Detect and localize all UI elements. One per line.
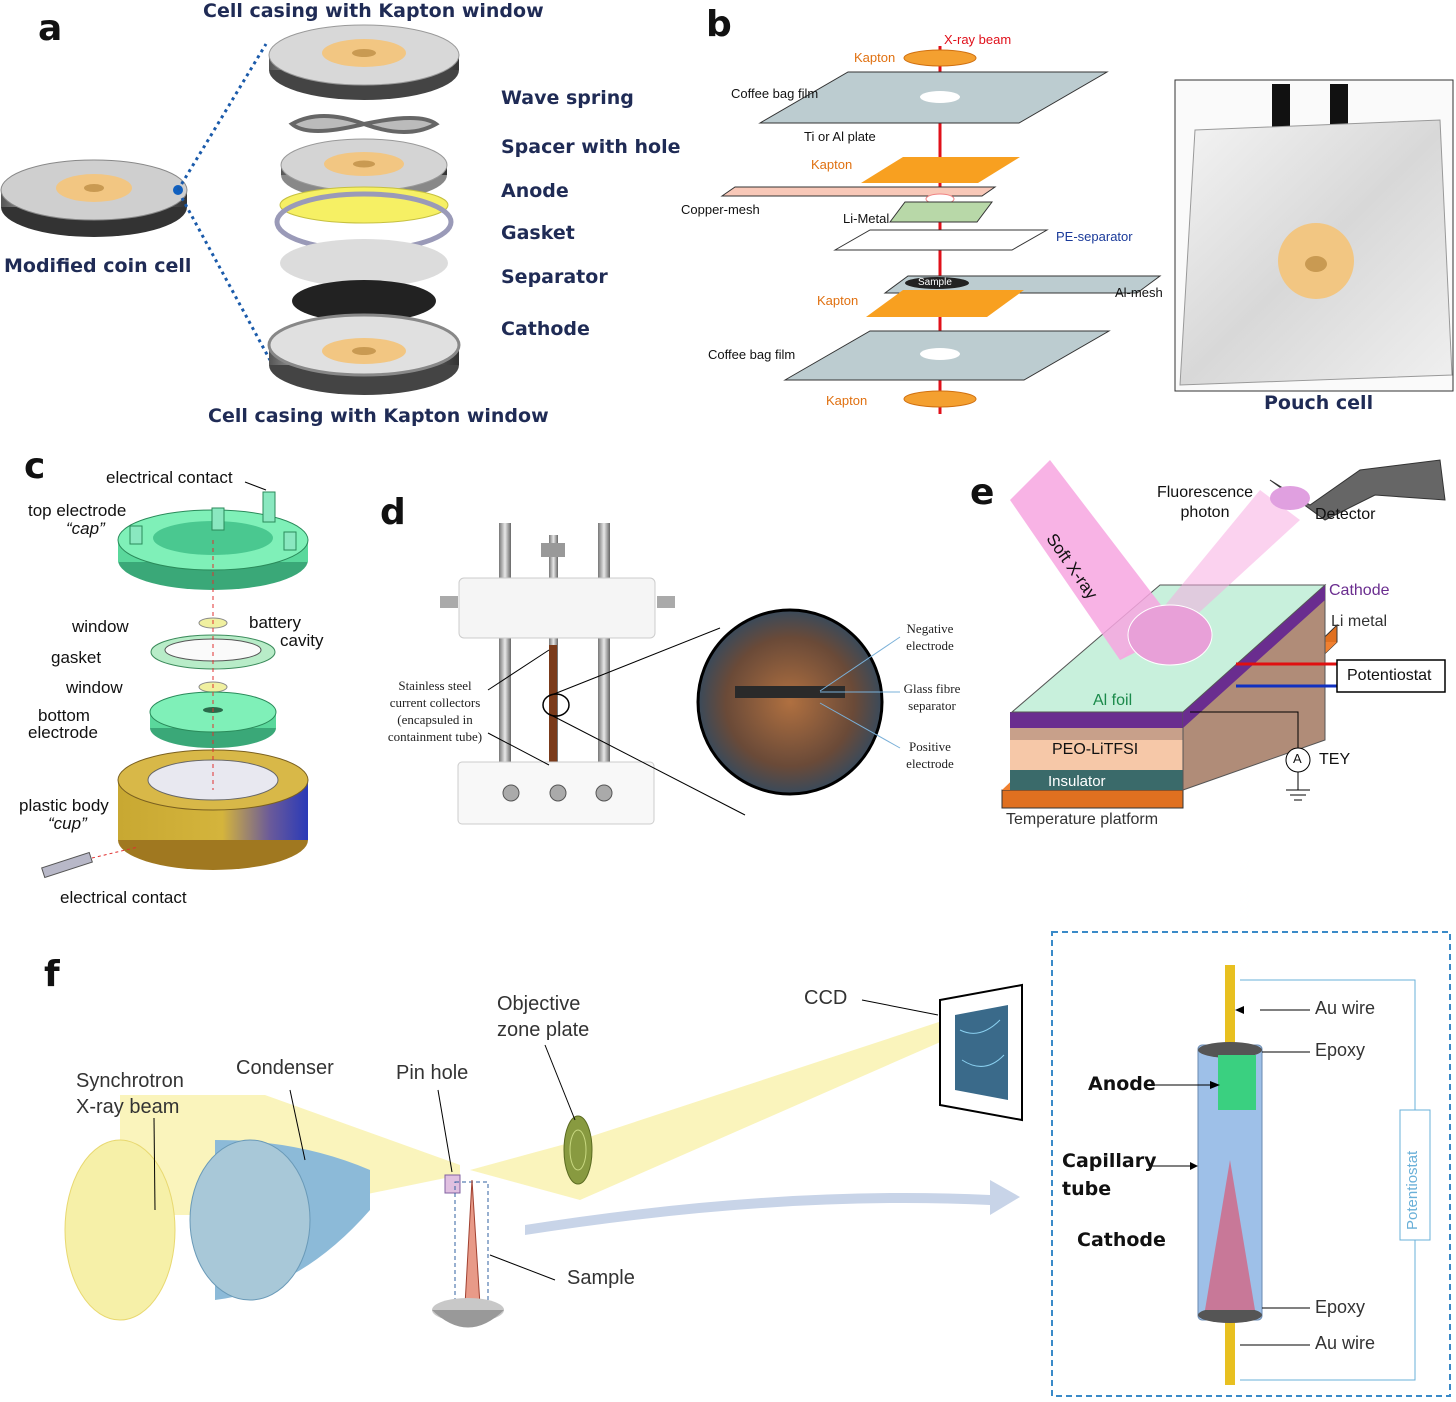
label-gasket-c: gasket [51,648,102,667]
label-pin-hole: Pin hole [396,1062,469,1084]
collectors-line-4: containment tube) [387,729,483,744]
glass-line-2: separator [908,698,956,713]
label-contact-bottom: electrical contact [60,888,187,907]
txm-setup [64,931,1451,1397]
label-gasket: Gasket [501,222,575,244]
positive-line-2: electrode [906,756,954,771]
label-au-wire-top: Au wire [1315,998,1376,1018]
label-spacer: Spacer with hole [501,136,681,158]
label-al-foil: Al foil [1093,692,1133,709]
label-coffee-bottom: Coffee bag film [708,347,796,362]
label-au-wire-bottom: Au wire [1315,1333,1376,1353]
collectors-line-3: (encapsuled in [397,712,473,727]
label-kapton-3: Kapton [817,293,859,308]
synchrotron-line-2: X-ray beam [76,1096,180,1118]
label-contact-top: electrical contact [106,468,233,487]
positive-line-1: Positive [909,739,951,754]
label-ammeter: A [1293,751,1302,766]
panel-letter-c: c [24,446,46,487]
soft-xray-cell [1001,459,1446,809]
label-objective: Objective zone plate [497,991,589,1043]
label-copper-mesh: Copper-mesh [681,202,760,217]
label-potentiostat-e: Potentiostat [1347,667,1432,684]
label-sample-f: Sample [567,1267,635,1289]
label-glass-fibre: Glass fibre separator [895,680,969,714]
label-platform: Temperature platform [1006,811,1159,828]
fluorescence-line-2: photon [1180,504,1230,521]
cell-c-exploded [41,481,309,879]
label-detector: Detector [1315,506,1376,523]
fluorescence-line-1: Fluorescence [1156,484,1254,501]
synchrotron-line-1: Synchrotron [76,1070,184,1092]
label-capillary: Capillary tube [1062,1147,1156,1203]
label-kapton-2: Kapton [811,157,853,172]
label-ti-plate: Ti or Al plate [804,129,876,144]
label-pouch-cell: Pouch cell [1264,392,1374,414]
label-kapton-top: Kapton [854,50,896,65]
label-window-2: window [66,678,123,697]
label-separator: Separator [501,266,608,288]
label-top-electrode: top electrode [28,501,127,520]
label-window-1: window [72,617,129,636]
label-negative-electrode: Negative electrode [895,620,965,654]
label-collectors: Stainless steel current collectors (enca… [382,677,488,745]
label-bottom-casing: Cell casing with Kapton window [208,405,549,427]
label-fluorescence: Fluorescence photon [1154,483,1256,523]
collectors-line-2: current collectors [389,695,481,710]
capillary-line-2: tube [1062,1178,1112,1200]
label-bottom: bottom [38,706,90,725]
label-epoxy-bottom: Epoxy [1315,1297,1366,1317]
label-kapton-bottom: Kapton [826,393,868,408]
label-cathode-f: Cathode [1077,1229,1166,1251]
label-xray-beam: X-ray beam [944,32,1012,47]
label-cup: “cup” [48,814,87,833]
panel-letter-f: f [44,954,60,995]
capillary-line-1: Capillary [1062,1150,1157,1172]
label-li-metal-b: Li-Metal [843,211,890,226]
negative-line-2: electrode [906,638,954,653]
label-pe-separator: PE-separator [1056,229,1133,244]
label-al-mesh: Al-mesh [1115,285,1163,300]
label-cavity: cavity [280,631,324,650]
label-cathode-e: Cathode [1329,582,1390,599]
pouch-cell-exploded [720,46,1454,414]
label-sample-b: Sample [918,277,952,288]
label-synchrotron: Synchrotron X-ray beam [76,1068,184,1120]
label-anode: Anode [501,180,569,202]
panel-letter-e: e [970,472,995,513]
label-positive-electrode: Positive electrode [895,738,965,772]
label-potentiostat-f: Potentiostat [1404,1150,1421,1230]
label-epoxy-top: Epoxy [1315,1040,1366,1060]
label-plastic-body: plastic body [19,796,109,815]
label-wave-spring: Wave spring [501,87,634,109]
label-top-casing: Cell casing with Kapton window [203,0,544,22]
swagelok-cell [440,523,901,825]
label-insulator: Insulator [1048,773,1106,790]
label-cap: “cap” [66,519,105,538]
label-battery: battery [249,613,301,632]
label-coffee-top: Coffee bag film [731,86,819,101]
label-condenser: Condenser [236,1057,334,1079]
glass-line-1: Glass fibre [903,681,961,696]
objective-line-2: zone plate [497,1019,590,1041]
panel-letter-b: b [706,4,732,45]
panel-letter-d: d [380,492,406,533]
collectors-line-1: Stainless steel [398,678,472,693]
label-electrode: electrode [28,723,98,742]
label-li-metal-e: Li metal [1331,613,1388,630]
label-ccd: CCD [804,987,848,1009]
panel-letter-a: a [38,8,63,49]
label-cathode: Cathode [501,318,590,340]
objective-line-1: Objective [497,993,581,1015]
coin-cell-exploded [0,24,461,395]
label-peo: PEO-LiTFSI [1052,741,1139,758]
label-anode-f: Anode [1088,1073,1156,1095]
label-tey: TEY [1319,751,1351,768]
label-coin-cell: Modified coin cell [4,255,192,277]
negative-line-1: Negative [906,621,954,636]
